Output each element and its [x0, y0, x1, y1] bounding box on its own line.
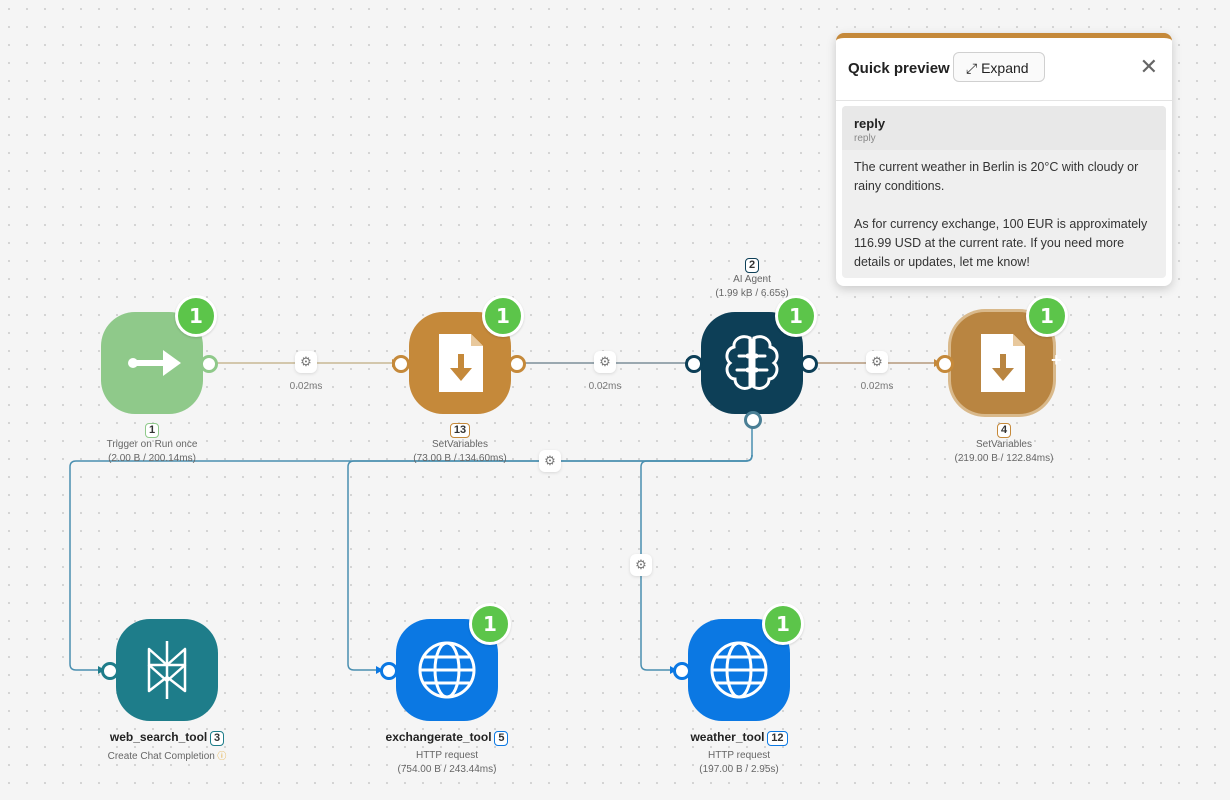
- node-id: 4: [996, 423, 1012, 438]
- web-search-tool-node[interactable]: [116, 619, 218, 721]
- node-name: web_search_tool: [109, 730, 208, 744]
- run-count-badge: 1: [775, 295, 817, 337]
- node-name: exchangerate_tool: [385, 730, 492, 744]
- file-download-icon: [439, 334, 483, 392]
- quick-preview-panel: Quick preview ⤢ Expand ✕ reply reply The…: [836, 33, 1172, 286]
- setvariables-node-13[interactable]: [409, 312, 511, 414]
- node-stats: (73.00 B / 134.60ms): [413, 453, 507, 464]
- edge-agent-weather[interactable]: [640, 454, 753, 671]
- run-count-badge: 1: [469, 603, 511, 645]
- input-port[interactable]: [685, 355, 703, 373]
- output-port[interactable]: [800, 355, 818, 373]
- setvariables-node-4-label: 4 SetVariables (219.00 B / 122.84ms): [894, 423, 1114, 466]
- globe-icon: [418, 641, 476, 699]
- input-port[interactable]: [936, 355, 954, 373]
- node-stats: (197.00 B / 2.95s): [699, 764, 779, 775]
- input-port[interactable]: [673, 662, 691, 680]
- expand-button[interactable]: ⤢ Expand: [953, 52, 1045, 82]
- node-type: HTTP request: [707, 750, 771, 761]
- node-id: 3: [210, 731, 225, 746]
- input-port[interactable]: [380, 662, 398, 680]
- edge-time-label: 0.02ms: [588, 381, 622, 392]
- preview-title: Quick preview: [848, 60, 950, 77]
- input-port[interactable]: [392, 355, 410, 373]
- expand-label: Expand: [981, 60, 1029, 76]
- node-type: SetVariables: [432, 439, 488, 450]
- edge-settings-gear-icon[interactable]: ⚙: [295, 351, 317, 373]
- warning-icon: ⓘ: [214, 751, 227, 761]
- node-stats: (2.00 B / 200.14ms): [108, 453, 196, 464]
- edge-settings-gear-icon[interactable]: ⚙: [630, 554, 652, 576]
- edge-settings-gear-icon[interactable]: ⚙: [594, 351, 616, 373]
- node-id: 1: [144, 423, 160, 438]
- edge-settings-gear-icon[interactable]: ⚙: [866, 351, 888, 373]
- edge-settings-gear-icon[interactable]: ⚙: [539, 450, 561, 472]
- node-type: Create Chat Completion ⓘ: [107, 751, 227, 762]
- node-type: Trigger on Run once: [106, 439, 198, 450]
- file-download-icon: [981, 334, 1025, 392]
- setvariables-node-13-label: 13 SetVariables (73.00 B / 134.60ms): [350, 423, 570, 466]
- node-id: 2: [744, 258, 760, 273]
- preview-header: Quick preview ⤢ Expand ✕: [836, 38, 1172, 101]
- output-field-value: The current weather in Berlin is 20°C wi…: [854, 160, 1148, 269]
- run-count-badge: 1: [175, 295, 217, 337]
- trigger-node-label: 1 Trigger on Run once (2.00 B / 200.14ms…: [42, 423, 262, 466]
- output-port[interactable]: [200, 355, 218, 373]
- exchangerate-tool-label: exchangerate_tool 5 HTTP request (754.00…: [337, 730, 557, 777]
- add-node-icon[interactable]: +: [1051, 350, 1062, 370]
- weather-tool-label: weather_tool 12 HTTP request (197.00 B /…: [629, 730, 849, 777]
- globe-icon: [710, 641, 768, 699]
- node-name: weather_tool: [690, 730, 765, 744]
- web-search-tool-label: web_search_tool 3 Create Chat Completion…: [57, 730, 277, 764]
- edge-time-label: 0.02ms: [289, 381, 323, 392]
- node-stats: (1.99 kB / 6.65s): [715, 288, 789, 299]
- node-id: 13: [449, 423, 471, 438]
- output-field-type: reply: [842, 131, 1166, 150]
- perplexity-icon: [147, 641, 187, 699]
- run-count-badge: 1: [1026, 295, 1068, 337]
- node-id: 12: [767, 731, 788, 746]
- node-type: HTTP request: [415, 750, 479, 761]
- output-port[interactable]: [508, 355, 526, 373]
- node-stats: (754.00 B / 243.44ms): [397, 764, 497, 775]
- edge-time-label: 0.02ms: [860, 381, 894, 392]
- run-count-badge: 1: [482, 295, 524, 337]
- output-field-header: reply reply: [842, 106, 1166, 150]
- expand-icon: ⤢: [966, 60, 978, 76]
- preview-output-card: reply reply The current weather in Berli…: [842, 106, 1166, 278]
- node-type: SetVariables: [976, 439, 1032, 450]
- output-field-name: reply: [854, 116, 886, 131]
- node-stats: (219.00 B / 122.84ms): [954, 453, 1054, 464]
- input-port[interactable]: [101, 662, 119, 680]
- node-type: AI Agent: [733, 274, 771, 285]
- arrow-right-icon: [128, 350, 181, 376]
- ai-agent-node-label: 2 AI Agent (1.99 kB / 6.65s): [642, 258, 862, 301]
- close-icon[interactable]: ✕: [1139, 54, 1158, 79]
- run-count-badge: 1: [762, 603, 804, 645]
- node-id: 5: [494, 731, 509, 746]
- tool-port[interactable]: [744, 411, 762, 429]
- brain-icon: [725, 335, 779, 390]
